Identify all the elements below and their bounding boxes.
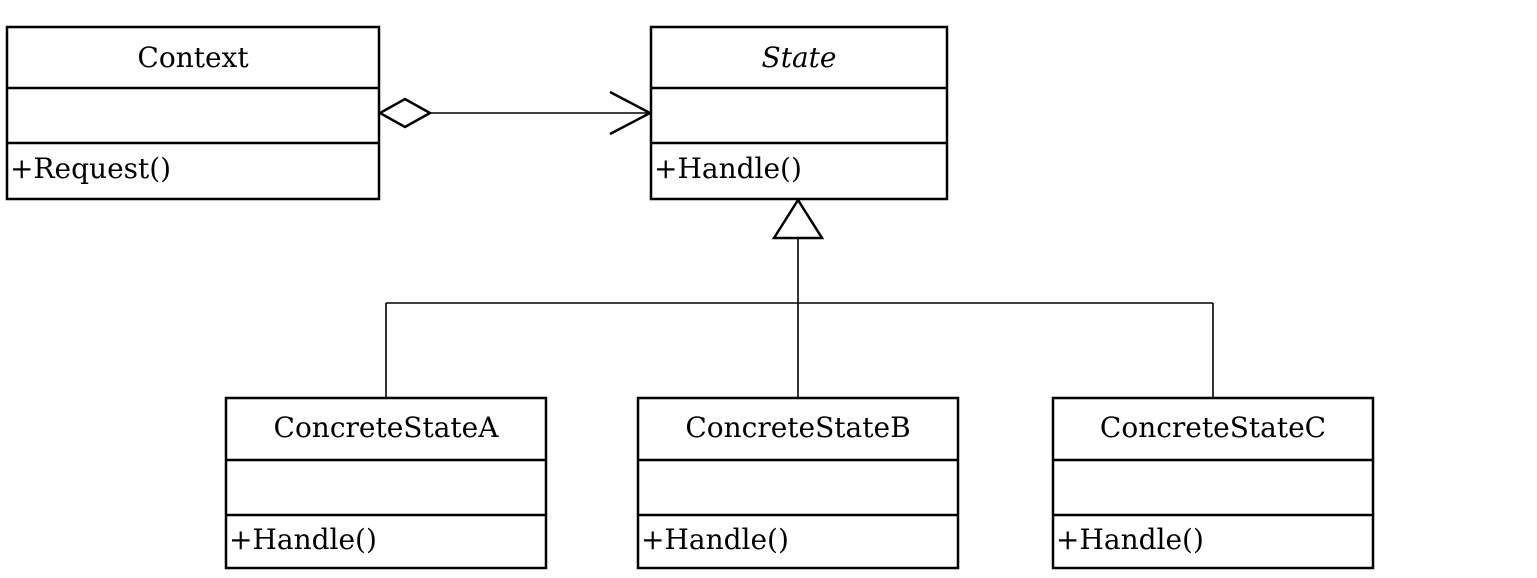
class-operation: +Handle() xyxy=(1056,523,1204,556)
class-box xyxy=(636,396,960,570)
class-box xyxy=(649,25,949,201)
class-concrete-state-a[interactable]: ConcreteStateA +Handle() xyxy=(224,396,548,570)
class-concrete-state-b[interactable]: ConcreteStateB +Handle() xyxy=(636,396,960,570)
class-operation: +Handle() xyxy=(654,152,802,185)
class-operation: +Handle() xyxy=(229,523,377,556)
class-name: ConcreteStateA xyxy=(274,411,500,444)
class-operation: +Handle() xyxy=(641,523,789,556)
class-operation: +Request() xyxy=(10,152,171,185)
class-name: State xyxy=(762,41,837,74)
class-state[interactable]: State +Handle() xyxy=(649,25,949,201)
class-name: Context xyxy=(137,41,249,74)
class-name: ConcreteStateB xyxy=(685,411,910,444)
class-box xyxy=(224,396,548,570)
class-concrete-state-c[interactable]: ConcreteStateC +Handle() xyxy=(1051,396,1375,570)
class-name: ConcreteStateC xyxy=(1100,411,1326,444)
class-box xyxy=(5,25,381,201)
aggregation-context-state xyxy=(377,90,653,136)
generalization-triangle-icon xyxy=(771,197,825,240)
aggregation-diamond-icon xyxy=(377,97,433,129)
generalization-tree xyxy=(385,197,1214,398)
class-context[interactable]: Context +Request() xyxy=(5,25,381,201)
class-box xyxy=(1051,396,1375,570)
